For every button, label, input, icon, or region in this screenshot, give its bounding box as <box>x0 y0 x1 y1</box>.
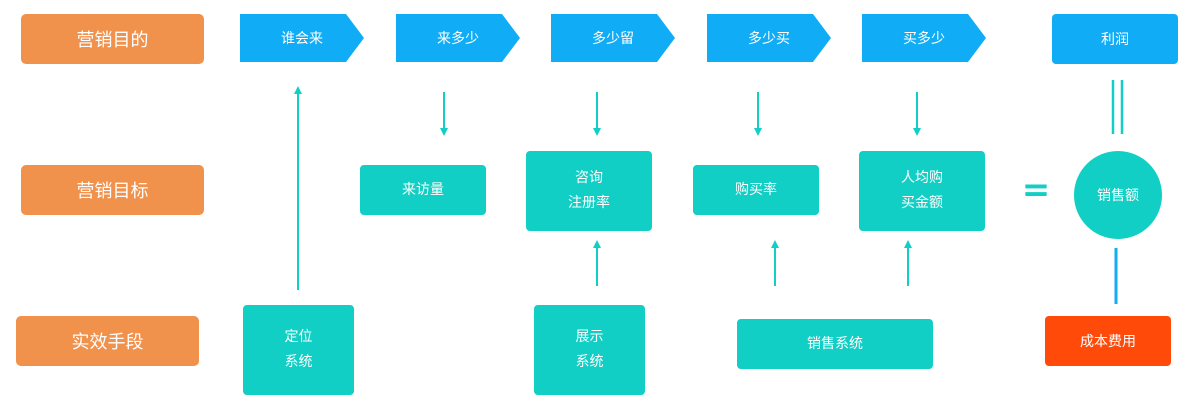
target-purchase-rate-label: 购买率 <box>735 181 777 198</box>
sales-system-label: 销售系统 <box>807 335 863 352</box>
funnel-step-how-many-buy: 多少买 <box>707 14 831 62</box>
chevron-shape <box>707 14 831 62</box>
funnel-step-label: 多少买 <box>748 31 790 47</box>
target-consult-box: 咨询 注册率 <box>526 151 652 231</box>
chevron-shape <box>240 14 364 62</box>
chevron-shape <box>551 14 675 62</box>
funnel-step-label: 谁会来 <box>281 31 323 47</box>
target-visits-box: 来访量 <box>360 165 486 215</box>
funnel-step-label: 买多少 <box>903 31 945 47</box>
positioning-system-line2: 系统 <box>284 354 313 370</box>
target-per-capita-line1: 人均购 <box>901 170 943 186</box>
display-system-box: 展示 系统 <box>534 305 645 395</box>
display-system-line2: 系统 <box>575 354 604 370</box>
display-system-line1: 展示 <box>575 329 604 345</box>
cost-box: 成本费用 <box>1045 316 1171 366</box>
funnel-step-label: 多少留 <box>592 31 634 47</box>
sales-amount-circle: 销售额 <box>1074 151 1162 239</box>
funnel-step-label: 来多少 <box>437 31 479 47</box>
chevron-shape <box>862 14 986 62</box>
profit-box: 利润 <box>1052 14 1178 64</box>
positioning-system-line1: 定位 <box>284 329 313 345</box>
target-purchase-rate-box: 购买率 <box>693 165 819 215</box>
target-per-capita-box: 人均购 买金额 <box>859 151 985 231</box>
row-label-purpose: 营销目的 <box>21 14 204 64</box>
target-consult-line2: 注册率 <box>568 195 610 211</box>
chevron-shape <box>396 14 520 62</box>
equals-sign: = <box>1021 170 1051 210</box>
sales-system-box: 销售系统 <box>737 319 933 369</box>
row-label-means: 实效手段 <box>16 316 199 366</box>
funnel-step-how-many-come: 来多少 <box>396 14 520 62</box>
target-per-capita-line2: 买金额 <box>901 195 943 211</box>
target-visits-label: 来访量 <box>402 181 444 198</box>
positioning-system-box: 定位 系统 <box>243 305 354 395</box>
funnel-step-who-comes: 谁会来 <box>240 14 364 62</box>
row-label-target: 营销目标 <box>21 165 204 215</box>
target-consult-line1: 咨询 <box>575 170 603 186</box>
funnel-step-how-many-stay: 多少留 <box>551 14 675 62</box>
funnel-step-buy-how-much: 买多少 <box>862 14 986 62</box>
